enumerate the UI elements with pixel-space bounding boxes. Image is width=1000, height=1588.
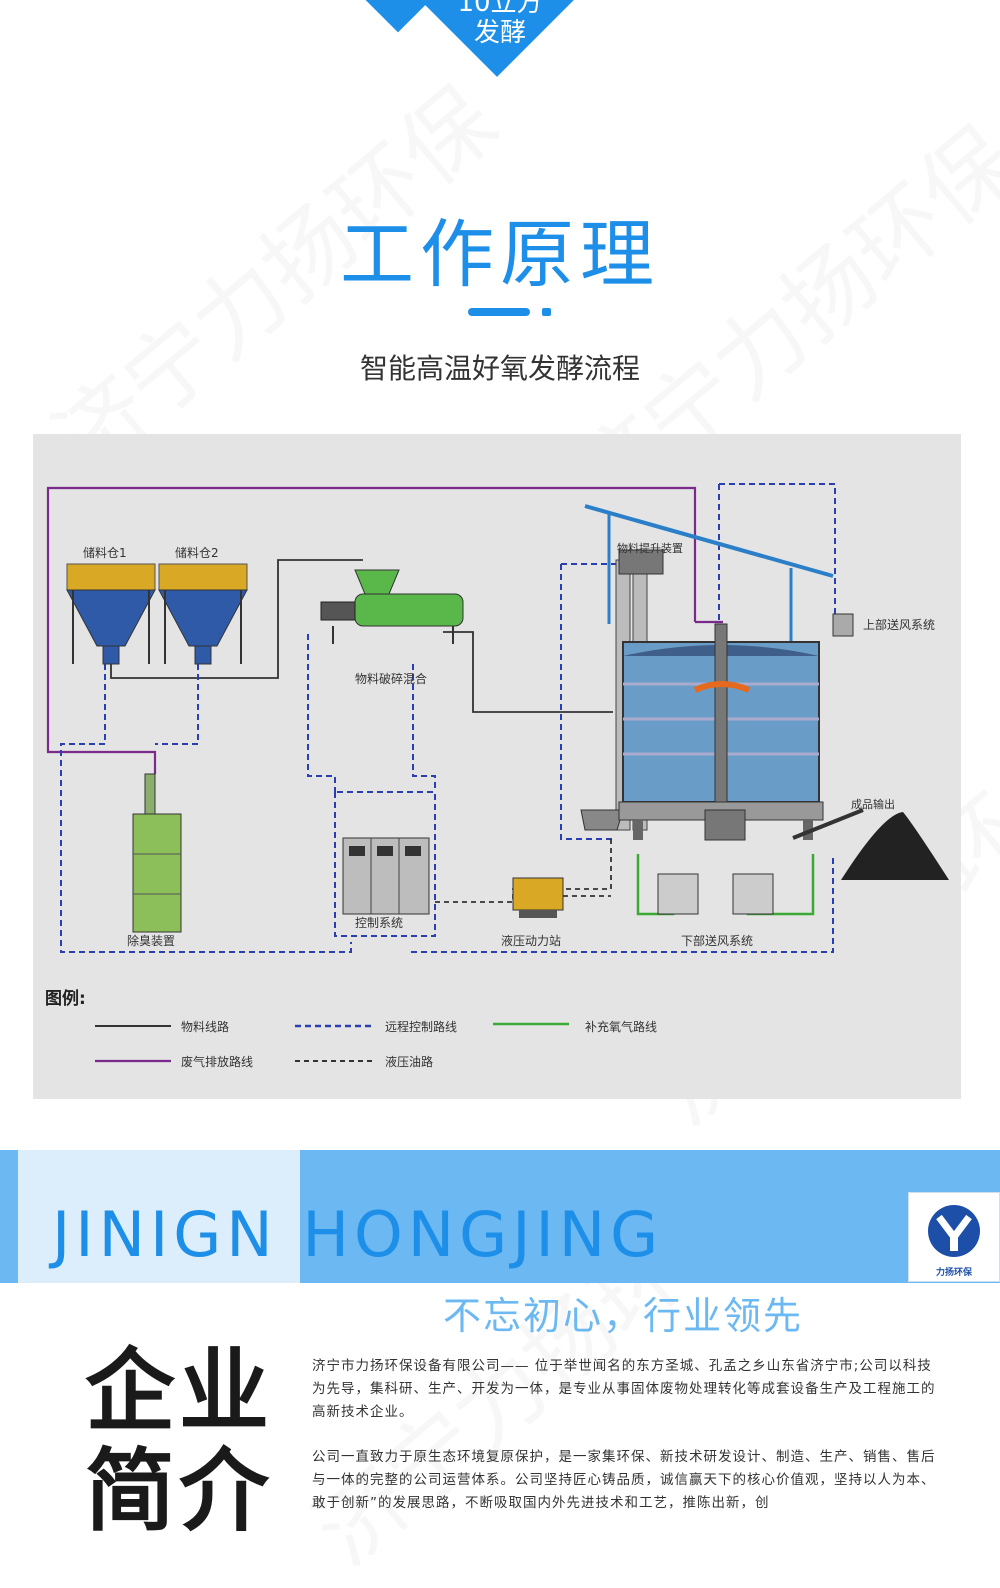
- process-diagram-svg: [46, 483, 949, 1063]
- label-output: 成品输出: [851, 798, 895, 811]
- lower-fan-2: [732, 873, 774, 915]
- control-cabinet: [342, 837, 430, 915]
- badge-line1: 10立方: [457, 0, 543, 18]
- band-blue: [300, 1150, 1000, 1283]
- label-control: 控制系统: [355, 916, 404, 930]
- output-pile: [792, 808, 949, 880]
- label-hydraulic: 液压动力站: [501, 934, 562, 948]
- material-line: [443, 631, 613, 713]
- section-title: 工作原理: [340, 212, 660, 298]
- deodorizer: [132, 773, 182, 933]
- label-deodor: 除臭装置: [127, 934, 176, 948]
- crusher-mixer: [320, 569, 464, 644]
- badge-line2: 发酵: [473, 18, 526, 48]
- legend-label: 液压油路: [385, 1055, 434, 1069]
- material-line: [110, 559, 363, 679]
- legend-title: 图例:: [45, 989, 86, 1009]
- storage-bin-1: [66, 563, 156, 665]
- logo-text: 力扬环保: [935, 1268, 972, 1278]
- lower-fan-1: [657, 873, 699, 915]
- badge-text: 10立方 发酵: [440, 0, 560, 48]
- hydraulic-station: [512, 877, 564, 918]
- fermentation-tank: [618, 623, 824, 841]
- label-bin1: 储料仓1: [83, 546, 127, 560]
- label-lower-fan: 下部送风系统: [681, 934, 754, 948]
- exhaust-line: [46, 486, 697, 774]
- company-para-1: 济宁市力扬环保设备有限公司—— 位于举世闻名的东方圣城、孔孟之乡山东省济宁市;公…: [312, 1358, 936, 1420]
- label-crusher: 物料破碎混合: [355, 672, 428, 686]
- band-light: [18, 1150, 300, 1283]
- legend-label: 远程控制路线: [385, 1020, 458, 1034]
- upper-fan-icon: [832, 613, 854, 637]
- label-upper-fan: 上部送风系统: [863, 618, 936, 632]
- company-band-text: JINIGN HONGJING: [52, 1198, 664, 1271]
- process-diagram: 储料仓1 储料仓2 物料提升装置 物料破碎混合 上部送风系统 成品输出 除臭装置…: [33, 434, 961, 1099]
- company-para-2: 公司一直致力于原生态环境复原保护，是一家集环保、新技术研发设计、制造、生产、销售…: [312, 1449, 936, 1511]
- heading-line1: 企业: [85, 1339, 273, 1444]
- legend-label: 废气排放路线: [181, 1055, 254, 1069]
- heading-line2: 简介: [85, 1439, 273, 1544]
- band-accent: [0, 1150, 18, 1283]
- company-slogan: 不忘初心，行业领先: [443, 1294, 804, 1338]
- section-subtitle: 智能高温好氧发酵流程: [359, 352, 640, 385]
- title-underline-dot: [542, 308, 551, 316]
- title-underline: [468, 308, 530, 316]
- legend-label: 物料线路: [181, 1020, 230, 1034]
- logo-icon: [928, 1205, 980, 1257]
- control-lines: [60, 483, 836, 953]
- company-logo: 力扬环保: [908, 1192, 1000, 1282]
- storage-bin-2: [158, 563, 248, 665]
- air-pipe: [584, 504, 834, 578]
- legend-label: 补充氧气路线: [585, 1020, 658, 1034]
- label-bin2: 储料仓2: [175, 546, 219, 560]
- label-lift: 物料提升装置: [617, 542, 683, 555]
